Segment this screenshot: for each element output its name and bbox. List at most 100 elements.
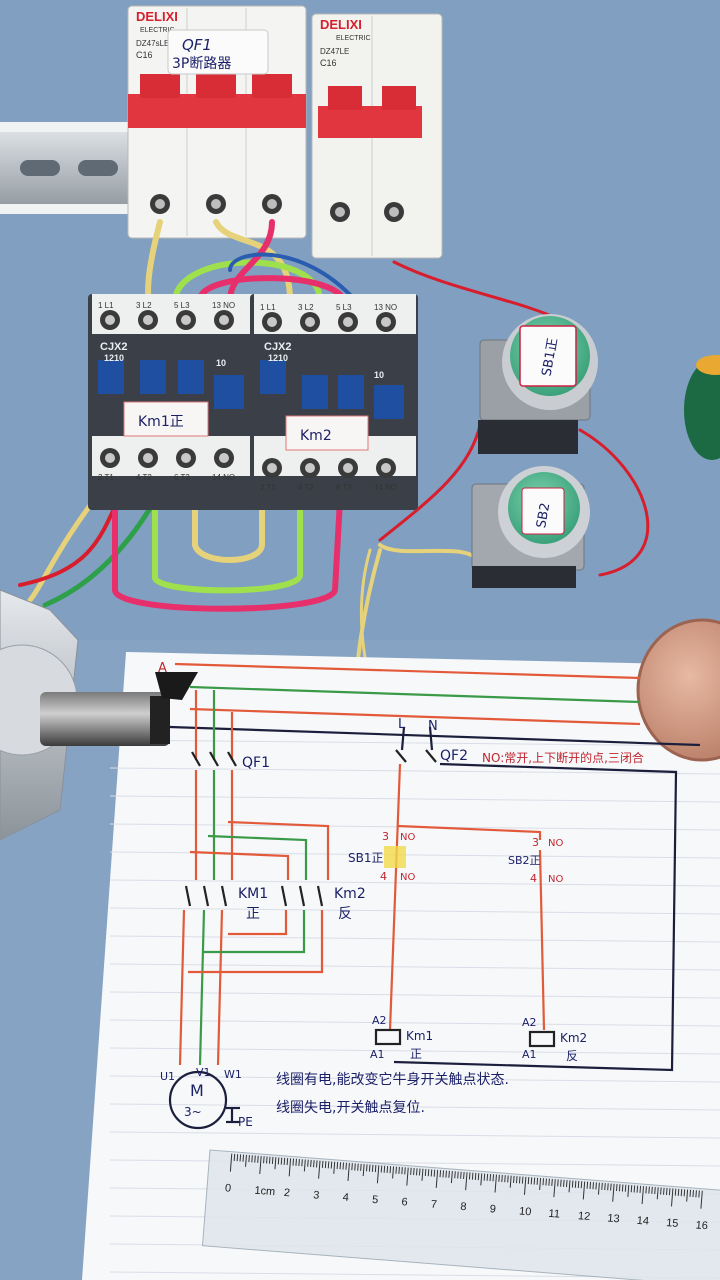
qf2-red-lever (318, 106, 422, 138)
ruler-tick-label: 13 (607, 1212, 620, 1225)
km2-tag (285, 415, 369, 451)
motor (0, 589, 198, 841)
km2-bot-label-3: 6 T3 (336, 483, 352, 492)
ruler-tick-label: 14 (636, 1215, 649, 1228)
ruler-tick-label: 11 (548, 1208, 560, 1221)
label-coil-km2-sub: 反 (566, 1049, 578, 1063)
label-l: L (398, 717, 406, 732)
label-a1-right: A1 (522, 1048, 537, 1061)
km1-aux: 10 (216, 358, 226, 368)
km1-top-label-2: 3 L2 (136, 301, 152, 310)
label-coil-km1-sub: 正 (410, 1047, 422, 1061)
label-pe: PE (238, 1115, 253, 1129)
km1-model: CJX2 (100, 341, 128, 353)
ruler-tick-label: 12 (577, 1210, 590, 1223)
label-no-3-left: NO (400, 832, 415, 843)
km2-bot-label-4: 14 NO (374, 483, 397, 492)
ruler-tick-label: 3 (313, 1189, 320, 1201)
qf1-red-lever (128, 94, 306, 128)
qf1-rating: C16 (136, 50, 153, 60)
km1-bot-label-1: 2 T1 (98, 473, 114, 482)
km2-model: CJX2 (264, 341, 292, 353)
label-no-3-right: NO (548, 838, 563, 849)
label-qf2-note: NO:常开,上下断开的点,三闭合 (482, 750, 644, 765)
label-km2: Km2 (334, 886, 366, 902)
din-rail (0, 122, 150, 214)
schematic-lines (168, 662, 701, 1130)
label-phase-a: A (158, 661, 167, 676)
label-motor-3ph: 3~ (184, 1105, 202, 1119)
label-no-4-right: NO (548, 874, 563, 885)
qf1-model: DZ47sLE (136, 39, 169, 48)
label-v1: V1 (196, 1066, 211, 1079)
schematic-labels: A QF1 KM1 正 Km2 反 L N QF2 NO:常开,上下断开的点,三… (158, 661, 644, 1129)
label-a1-left: A1 (370, 1048, 385, 1061)
ruler-tick-label: 10 (519, 1205, 532, 1218)
label-coil-km2: Km2 (560, 1031, 587, 1045)
pushbutton-sb2: SB2 (471, 466, 590, 588)
km2-top-label-1: 1 L1 (260, 303, 276, 312)
label-no-4-left: NO (400, 872, 415, 883)
breaker-qf2: DELIXI ELECTRIC DZ47LE C16 (311, 13, 443, 259)
label-sb2: SB2正 (508, 854, 541, 867)
km1-bot-label-4: 14 NO (212, 473, 235, 482)
label-sb1: SB1正 (348, 851, 384, 865)
ruler-tick-label: 0 (225, 1182, 232, 1194)
qf2-brand: DELIXI (320, 17, 362, 32)
label-motor-m: M (190, 1081, 204, 1100)
ruler-tick-label: 7 (430, 1199, 437, 1211)
contactor-km1: CJX2 1210 10 Km1正 1 L1 3 L2 5 L3 13 NO 2 T1… (88, 294, 256, 510)
qf1-sub: ELECTRIC (140, 27, 175, 34)
qf1-tag (167, 29, 269, 75)
km1-tag (123, 401, 209, 437)
qf1-tag-line1: QF1 (182, 36, 212, 54)
km2-bot-label-1: 2 T1 (260, 483, 276, 492)
label-km2-sub: 反 (338, 906, 352, 922)
km1-bot-label-3: 6 T3 (174, 473, 190, 482)
breaker-qf1: DELIXI ELECTRIC DZ47sLE C16 QF1 3P断路器 (127, 5, 307, 239)
sb2-label: SB2 (534, 502, 553, 530)
label-n: N (428, 719, 438, 734)
note-line-1: 线圈有电,能改变它牛身开关触点状态. (276, 1071, 509, 1088)
km1-top-label-3: 5 L3 (174, 301, 190, 310)
km2-tag-text: Km2 (300, 428, 332, 444)
label-qf1: QF1 (242, 755, 270, 771)
km1-bot-label-2: 4 T2 (136, 473, 152, 482)
qf2-sub: ELECTRIC (336, 35, 371, 42)
label-km1: KM1 (238, 886, 268, 902)
label-3-left: 3 (382, 830, 389, 843)
km1-size: 1210 (104, 353, 124, 363)
qf1-tag-line2: 3P断路器 (172, 56, 231, 72)
ruler-tick-label: 1cm (254, 1185, 276, 1199)
label-qf2: QF2 (440, 748, 468, 764)
ruler-tick-label: 15 (666, 1217, 679, 1230)
label-u1: U1 (160, 1070, 175, 1083)
pushbutton-sb1: SB1正 (478, 314, 598, 454)
note-line-2: 线圈失电,开关触点复位. (276, 1099, 425, 1116)
qf1-brand: DELIXI (136, 9, 178, 24)
km2-aux: 10 (374, 370, 384, 380)
ruler-tick-label: 4 (342, 1192, 349, 1204)
label-coil-km1: Km1 (406, 1029, 433, 1043)
km1-top-label-4: 13 NO (212, 301, 235, 310)
screwdriver-handle (684, 355, 720, 460)
ruler-tick-label: 6 (401, 1196, 408, 1208)
km1-top-label-1: 1 L1 (98, 301, 114, 310)
km2-top-label-4: 13 NO (374, 303, 397, 312)
ruler-tick-label: 9 (489, 1203, 496, 1215)
ruler-tick-label: 5 (372, 1194, 379, 1206)
label-4-right: 4 (530, 872, 537, 885)
label-4-left: 4 (380, 870, 387, 883)
km2-top-label-3: 5 L3 (336, 303, 352, 312)
label-3-right: 3 (532, 836, 539, 849)
ruler-tick-label: 16 (695, 1219, 708, 1232)
km2-size: 1210 (268, 353, 288, 363)
bronze-coin (636, 618, 720, 762)
qf2-model: DZ47LE (320, 47, 349, 56)
label-a2-right: A2 (522, 1016, 537, 1029)
km1-tag-text: Km1正 (138, 414, 184, 430)
